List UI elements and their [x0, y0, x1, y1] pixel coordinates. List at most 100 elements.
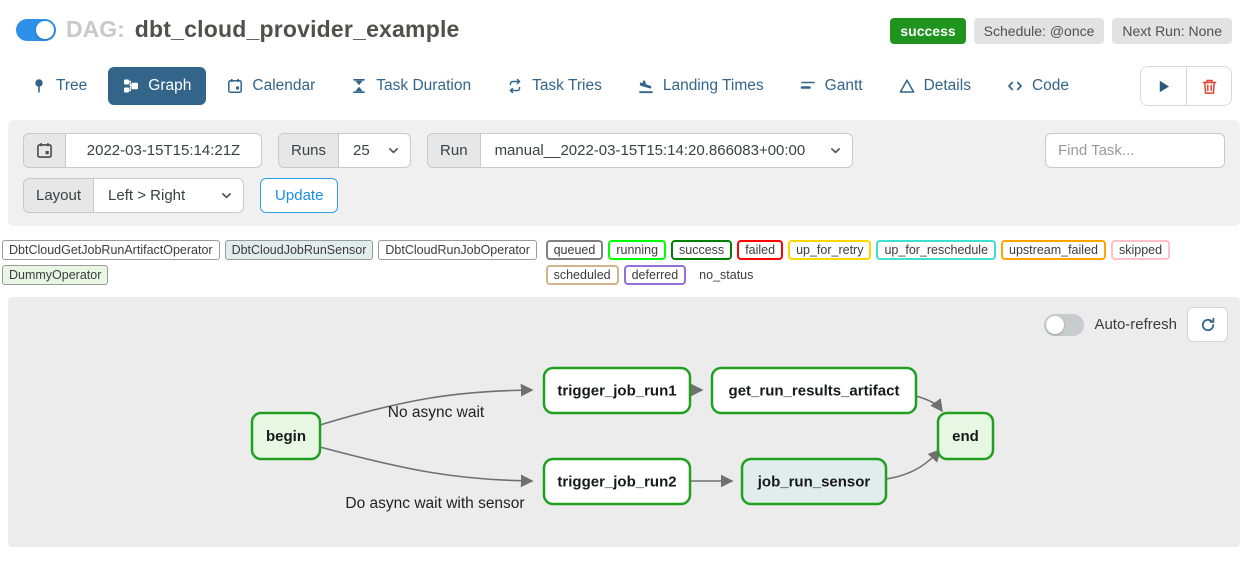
hourglass-icon	[351, 78, 367, 94]
tab-label: Gantt	[824, 77, 863, 94]
status-badge-failed: failed	[737, 240, 784, 260]
tab-label: Details	[923, 77, 971, 94]
filter-panel: Runs 25 Run manual__2022-03-15T15:14:20.…	[8, 120, 1240, 226]
task-node-label: get_run_results_artifact	[729, 383, 900, 400]
task-node-end[interactable]: end	[936, 411, 995, 461]
update-button[interactable]: Update	[260, 178, 339, 213]
auto-refresh-toggle[interactable]	[1044, 313, 1085, 336]
tab-tree[interactable]: Tree	[16, 67, 102, 105]
tab-label: Landing Times	[662, 77, 764, 94]
task-node-label: end	[952, 428, 979, 445]
dag-graph: No async wait Do async wait with sensor b…	[250, 366, 995, 512]
tab-graph[interactable]: Graph	[108, 67, 207, 105]
landing-icon	[638, 78, 654, 94]
dag-header: DAG: dbt_cloud_provider_example success …	[0, 0, 1248, 44]
operator-badge-dummyoperator: DummyOperator	[2, 265, 109, 285]
dag-label: DAG:	[66, 16, 125, 42]
task-node-label: job_run_sensor	[757, 474, 871, 491]
operator-badge-dbtcloudgetjobrunartifactoperator: DbtCloudGetJobRunArtifactOperator	[2, 240, 220, 260]
tab-landing-times[interactable]: Landing Times	[623, 67, 779, 105]
status-badge-success: success	[671, 240, 733, 260]
runs-select[interactable]: 25	[339, 133, 412, 168]
calendar-icon	[227, 78, 243, 94]
operator-badge-dbtcloudjobrunsensor: DbtCloudJobRunSensor	[224, 240, 374, 260]
task-node-trigger_job_run1[interactable]: trigger_job_run1	[542, 366, 692, 415]
graph-panel: Auto-refresh No async wait Do async wait …	[8, 297, 1240, 547]
schedule-badge: Schedule: @once	[973, 18, 1105, 44]
tab-label: Task Duration	[376, 77, 472, 94]
task-node-get_run_results_artifact[interactable]: get_run_results_artifact	[710, 366, 918, 415]
run-select-value: manual__2022-03-15T15:14:20.866083+00:00	[494, 142, 806, 159]
dag-actions	[1140, 66, 1232, 106]
layout-select-value: Left > Right	[108, 187, 186, 204]
task-node-label: begin	[266, 428, 306, 445]
chevron-down-icon	[829, 144, 842, 157]
tab-label: Graph	[148, 77, 192, 94]
tab-label: Calendar	[252, 77, 316, 94]
find-task-input[interactable]	[1045, 133, 1225, 168]
status-badge-up-for-retry: up_for_retry	[788, 240, 872, 260]
code-icon	[1007, 78, 1023, 94]
tab-task-tries[interactable]: Task Tries	[492, 67, 617, 105]
status-badge-no-status: no_status	[699, 268, 754, 282]
layout-label: Layout	[23, 178, 95, 213]
delete-dag-button[interactable]	[1186, 67, 1231, 105]
refresh-icon	[1200, 317, 1216, 333]
task-node-begin[interactable]: begin	[250, 411, 322, 461]
edge-get_run_results_artifact-to-end	[915, 395, 943, 413]
task-node-label: trigger_job_run1	[557, 383, 676, 400]
runs-select-value: 25	[353, 142, 370, 159]
calendar-icon	[36, 142, 53, 159]
tab-code[interactable]: Code	[992, 67, 1084, 105]
graph-controls: Auto-refresh	[1044, 307, 1228, 342]
task-node-trigger_job_run2[interactable]: trigger_job_run2	[542, 457, 692, 506]
edge-label-no-async-wait: No async wait	[388, 404, 485, 421]
tab-label: Code	[1031, 77, 1070, 94]
status-badge-queued: queued	[545, 240, 604, 260]
auto-refresh-label: Auto-refresh	[1094, 316, 1177, 333]
status-badge-deferred: deferred	[623, 265, 687, 285]
base-date-input[interactable]	[66, 133, 262, 168]
date-picker-button[interactable]	[23, 133, 66, 168]
details-icon	[899, 78, 915, 94]
refresh-button[interactable]	[1187, 307, 1228, 342]
play-icon	[1155, 78, 1172, 95]
airflow-dag-page: DAG: dbt_cloud_provider_example success …	[0, 0, 1248, 547]
tab-details[interactable]: Details	[884, 67, 986, 105]
dag-pause-toggle[interactable]	[16, 18, 56, 41]
trigger-dag-button[interactable]	[1141, 67, 1186, 105]
tab-task-duration[interactable]: Task Duration	[336, 67, 486, 105]
next-run-badge: Next Run: None	[1112, 18, 1232, 44]
status-badge-up-for-reschedule: up_for_reschedule	[876, 240, 997, 260]
status-badge-skipped: skipped	[1110, 240, 1171, 260]
task-node-job_run_sensor[interactable]: job_run_sensor	[740, 457, 888, 506]
task-node-label: trigger_job_run2	[557, 474, 676, 491]
dag-title: dbt_cloud_provider_example	[134, 16, 460, 42]
operator-badge-dbtcloudrunjoboperator: DbtCloudRunJobOperator	[378, 240, 537, 260]
run-label: Run	[427, 133, 481, 168]
edge-label-do-async-wait-with-sensor: Do async wait with sensor	[345, 495, 524, 512]
edge-begin-to-trigger_job_run2	[319, 446, 534, 488]
graph-icon	[123, 78, 139, 94]
view-tabbar: Tree Graph Calendar Task Duration Task Tries…	[16, 66, 1232, 106]
status-badge-running: running	[608, 240, 667, 260]
tree-icon	[31, 78, 47, 94]
gantt-icon	[800, 78, 816, 94]
run-select[interactable]: manual__2022-03-15T15:14:20.866083+00:00	[480, 133, 853, 168]
status-badge-scheduled: scheduled	[545, 265, 619, 285]
chevron-down-icon	[220, 189, 233, 202]
runs-label: Runs	[278, 133, 340, 168]
edge-job_run_sensor-to-end	[885, 448, 942, 480]
dag-status-badge: success	[890, 18, 966, 44]
tab-gantt[interactable]: Gantt	[785, 67, 878, 105]
trash-icon	[1201, 78, 1218, 95]
tab-calendar[interactable]: Calendar	[212, 67, 330, 105]
layout-select[interactable]: Left > Right	[94, 178, 245, 213]
repeat-icon	[507, 78, 523, 94]
tab-label: Tree	[56, 77, 88, 94]
edge-begin-to-trigger_job_run1	[319, 383, 534, 426]
toggle-knob	[1046, 315, 1065, 334]
